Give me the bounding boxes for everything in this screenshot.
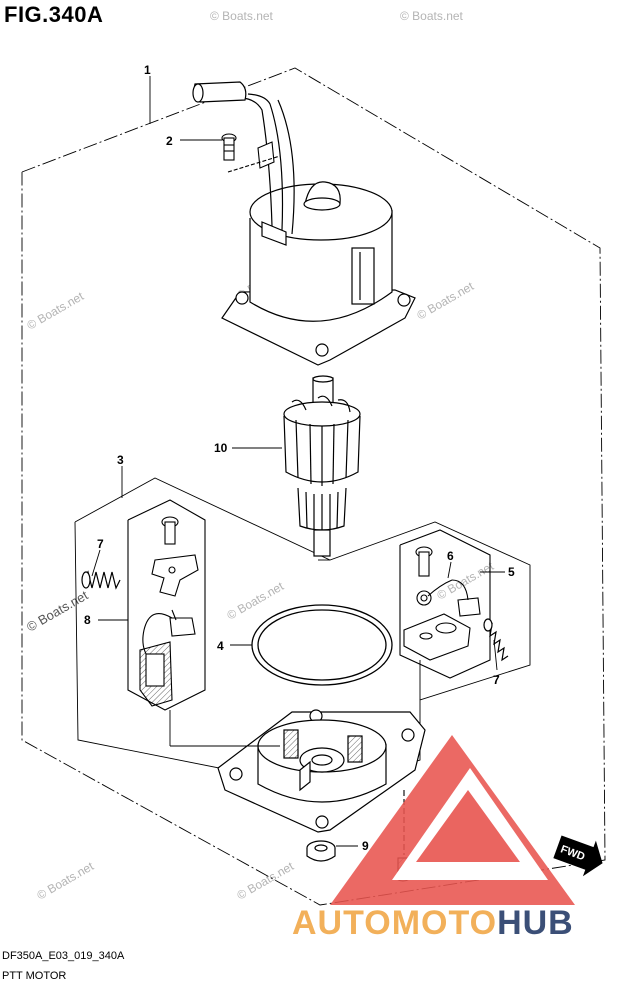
wire-connector	[192, 81, 247, 103]
fwd-arrow-badge: FWD	[553, 835, 603, 877]
callouts: 1 2 10 3 7 8 4 6 5 7 9 2	[84, 63, 515, 870]
leader-lines	[91, 76, 505, 863]
screw-top	[221, 133, 237, 161]
callout-6: 6	[447, 549, 454, 563]
callout-7: 7	[493, 673, 500, 687]
motor-housing	[221, 181, 416, 366]
spring-left	[81, 570, 121, 590]
callout-1: 1	[144, 63, 151, 77]
callout-8: 8	[84, 613, 91, 627]
watermark-text: © Boats.net	[210, 9, 274, 23]
watermark-text: © Boats.net	[24, 587, 91, 634]
callout-10: 10	[214, 441, 228, 455]
o-ring	[251, 604, 393, 686]
armature	[283, 375, 361, 557]
brand-logo-text: AUTOMOTOHUB	[292, 904, 574, 943]
figure-title: FIG.340A	[4, 2, 104, 27]
callout-5: 5	[508, 565, 515, 579]
callout-3: 3	[117, 453, 124, 467]
brand-logo-mark	[416, 790, 520, 862]
diagram-code: DF350A_E03_019_340A	[2, 950, 125, 962]
spring-right	[483, 618, 509, 662]
seal	[306, 840, 336, 862]
assembly-outline	[21, 67, 606, 906]
diagram-subtitle: PTT MOTOR	[2, 970, 67, 982]
callout-9: 9	[362, 839, 369, 853]
callout-4: 4	[217, 639, 224, 653]
callout-7: 7	[97, 537, 104, 551]
watermark-text: © Boats.net	[235, 859, 297, 903]
callout-2: 2	[166, 134, 173, 148]
motor-wires	[239, 93, 295, 235]
wire-clamp	[227, 141, 281, 173]
watermark-text: © Boats.net	[400, 9, 464, 23]
watermark-text: © Boats.net	[25, 289, 87, 333]
watermark-text: © Boats.net	[35, 859, 97, 903]
end-bracket	[217, 709, 426, 833]
watermark-text: © Boats.net	[435, 559, 497, 603]
watermark-text: © Boats.net	[415, 279, 477, 323]
brand-part2: HUB	[497, 904, 574, 942]
brush-holder-left	[127, 499, 206, 711]
brand-part1: AUTOMOTO	[292, 904, 498, 942]
brush-holder-right	[399, 529, 491, 679]
watermark-text: © Boats.net	[225, 579, 287, 623]
